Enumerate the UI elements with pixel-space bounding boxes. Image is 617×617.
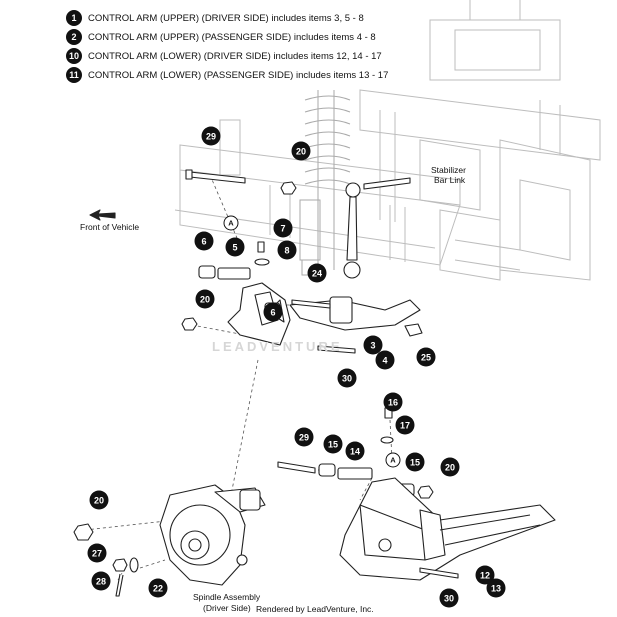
spindle-label-line2: (Driver Side): [203, 603, 251, 613]
legend-item: 1 CONTROL ARM (UPPER) (DRIVER SIDE) incl…: [66, 10, 364, 26]
stabilizer-label-line2: Bar Link: [434, 175, 466, 185]
callout-badge: 14: [345, 441, 365, 461]
upper-control-arm: [227, 282, 421, 346]
callout-badge: 15: [323, 434, 343, 454]
nut-upper: [280, 181, 297, 195]
washer-8: [254, 258, 270, 266]
render-credit: Rendered by LeadVenture, Inc.: [256, 604, 374, 614]
bolt-30-upper: [317, 345, 356, 354]
crossmember: [174, 119, 461, 266]
callout-badge: 20: [440, 457, 460, 477]
callout-badge: 29: [294, 427, 314, 447]
callout-badge: 6: [194, 231, 214, 251]
bushing-6-upper: [198, 265, 216, 279]
stabilizer-link: [343, 177, 411, 279]
bushing-25: [404, 323, 423, 337]
spindle-assembly: [159, 484, 266, 586]
callout-badge: 24: [307, 263, 327, 283]
grease-fitting-7: [257, 241, 265, 253]
bolt-24: [291, 299, 331, 309]
nut-27: [112, 558, 128, 572]
spindle-label-line1: Spindle Assembly: [193, 592, 261, 602]
reference-mark-a: A: [223, 215, 239, 231]
callout-badge: 20: [291, 141, 311, 161]
callout-badge: 6: [263, 302, 283, 322]
legend-text: CONTROL ARM (UPPER) (DRIVER SIDE) includ…: [88, 12, 364, 24]
washer-22: [129, 557, 139, 573]
nut-20-right: [417, 485, 434, 499]
legend-number: 11: [66, 67, 82, 83]
upper-bolt: [185, 169, 246, 184]
legend-text: CONTROL ARM (LOWER) (PASSENGER SIDE) inc…: [88, 69, 389, 81]
nut-left: [181, 317, 198, 331]
front-of-vehicle-label: Front of Vehicle: [80, 222, 140, 232]
callout-badge: 27: [87, 543, 107, 563]
callout-badge: 28: [91, 571, 111, 591]
callout-badge: 16: [383, 392, 403, 412]
bushing-15-left: [318, 463, 336, 477]
callout-badge: 30: [337, 368, 357, 388]
callout-badge: 30: [439, 588, 459, 608]
callout-badge: 29: [201, 126, 221, 146]
sleeve-5: [217, 267, 251, 280]
callout-badge: 20: [195, 289, 215, 309]
legend-item: 2 CONTROL ARM (UPPER) (PASSENGER SIDE) i…: [66, 29, 376, 45]
legend-number: 1: [66, 10, 82, 26]
coil-spring-shock: [299, 90, 351, 276]
legend-item: 10 CONTROL ARM (LOWER) (DRIVER SIDE) inc…: [66, 48, 382, 64]
bolt-29-lower: [277, 461, 316, 474]
callout-badge: 22: [148, 578, 168, 598]
cotter-pin-28: [115, 573, 124, 597]
front-arrow-icon: [89, 209, 116, 221]
legend-number: 2: [66, 29, 82, 45]
legend-text: CONTROL ARM (UPPER) (PASSENGER SIDE) inc…: [88, 31, 376, 43]
callout-badge: 15: [405, 452, 425, 472]
legend-number: 10: [66, 48, 82, 64]
legend-text: CONTROL ARM (LOWER) (DRIVER SIDE) includ…: [88, 50, 382, 62]
nut-20-spindle: [73, 523, 94, 541]
callout-badge: 20: [89, 490, 109, 510]
sleeve-14: [337, 467, 373, 480]
legend-item: 11 CONTROL ARM (LOWER) (PASSENGER SIDE) …: [66, 67, 388, 83]
callout-badge: 4: [375, 350, 395, 370]
bolt-30-lower: [419, 567, 459, 579]
reference-mark-a: A: [385, 452, 401, 468]
callout-badge: 13: [486, 578, 506, 598]
callout-badge: 25: [416, 347, 436, 367]
watermark: LEADVENTURE: [212, 339, 343, 354]
callout-badge: 3: [363, 335, 383, 355]
callout-badge: 17: [395, 415, 415, 435]
callout-badge: 8: [277, 240, 297, 260]
callout-badge: 7: [273, 218, 293, 238]
lower-control-arm: [339, 477, 556, 581]
callout-badge: 5: [225, 237, 245, 257]
vehicle-frame: [359, 0, 601, 281]
stabilizer-label-line1: Stabilizer: [431, 165, 466, 175]
washer-17: [380, 436, 394, 444]
